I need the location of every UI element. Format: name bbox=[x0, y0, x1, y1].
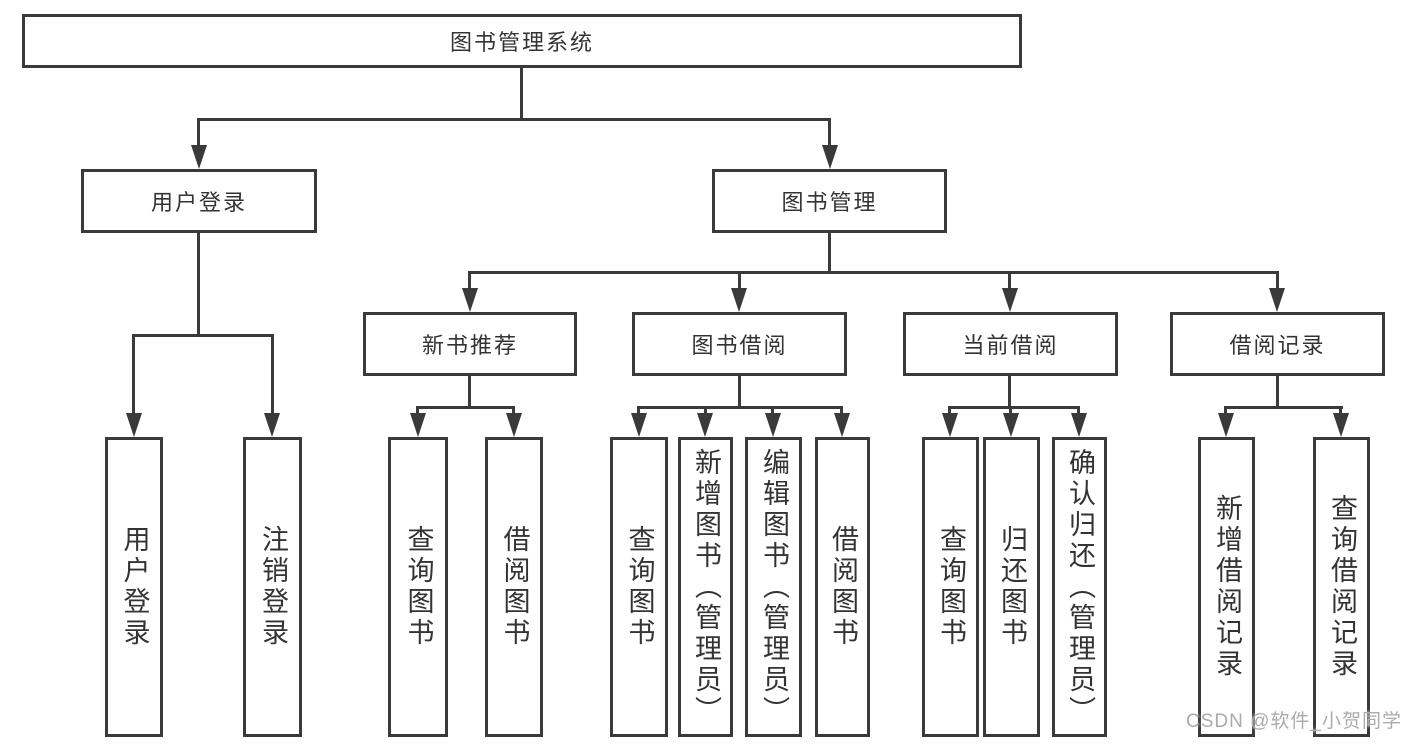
leaf-logout: 注销登录 bbox=[243, 437, 302, 737]
connector-vertical bbox=[1224, 406, 1227, 416]
arrowhead-icon bbox=[462, 288, 478, 312]
leaf-current-return-book: 归还图书 bbox=[983, 437, 1040, 737]
connector-vertical bbox=[704, 406, 707, 416]
connector-vertical bbox=[1339, 406, 1342, 416]
connector-vertical bbox=[197, 118, 200, 148]
arrowhead-icon bbox=[506, 413, 522, 437]
arrowhead-icon bbox=[126, 413, 142, 437]
connector-vertical bbox=[197, 233, 200, 337]
node-borrow-record: 借阅记录 bbox=[1170, 312, 1385, 376]
arrowhead-icon bbox=[264, 413, 280, 437]
arrowhead-icon bbox=[765, 413, 781, 437]
leaf-record-query-borrow-record: 查询借阅记录 bbox=[1313, 437, 1370, 737]
arrowhead-icon bbox=[1333, 413, 1349, 437]
connector-vertical bbox=[771, 406, 774, 416]
leaf-borrow-add-book-admin: 新增图书（管理员） bbox=[678, 437, 733, 737]
arrowhead-icon bbox=[942, 413, 958, 437]
connector-horizontal bbox=[1224, 406, 1343, 409]
node-library-management-system: 图书管理系统 bbox=[22, 14, 1022, 68]
arrowhead-icon bbox=[191, 145, 207, 169]
node-user-login: 用户登录 bbox=[81, 169, 317, 233]
arrowhead-icon bbox=[697, 413, 713, 437]
leaf-record-add-borrow-record: 新增借阅记录 bbox=[1198, 437, 1255, 737]
connector-horizontal bbox=[637, 406, 843, 409]
leaf-borrow-query-book: 查询图书 bbox=[610, 437, 668, 737]
connector-horizontal bbox=[948, 406, 1080, 409]
connector-vertical bbox=[416, 406, 419, 416]
connector-vertical bbox=[1276, 376, 1279, 409]
connector-vertical bbox=[468, 376, 471, 409]
connector-vertical bbox=[738, 271, 741, 293]
connector-vertical bbox=[132, 334, 135, 416]
connector-vertical bbox=[468, 271, 471, 293]
node-book-management: 图书管理 bbox=[712, 169, 947, 233]
connector-vertical bbox=[520, 66, 523, 121]
connector-vertical bbox=[948, 406, 951, 416]
connector-horizontal bbox=[132, 334, 274, 337]
leaf-newbook-query-book: 查询图书 bbox=[388, 437, 448, 737]
connector-vertical bbox=[1077, 406, 1080, 416]
leaf-newbook-borrow-book: 借阅图书 bbox=[485, 437, 543, 737]
connector-vertical bbox=[1008, 271, 1011, 293]
arrowhead-icon bbox=[410, 413, 426, 437]
connector-vertical bbox=[1008, 376, 1011, 409]
node-current-borrow: 当前借阅 bbox=[903, 312, 1118, 376]
connector-vertical bbox=[828, 118, 831, 148]
leaf-current-query-book: 查询图书 bbox=[922, 437, 979, 737]
watermark: CSDN @软件_小贺同学 bbox=[1186, 711, 1402, 732]
leaf-current-confirm-return-admin: 确认归还（管理员） bbox=[1052, 437, 1107, 737]
connector-vertical bbox=[512, 406, 515, 416]
connector-horizontal bbox=[197, 118, 831, 121]
leaf-borrow-borrow-book: 借阅图书 bbox=[815, 437, 870, 737]
node-new-book-recommend: 新书推荐 bbox=[363, 312, 577, 376]
arrowhead-icon bbox=[1003, 413, 1019, 437]
leaf-borrow-edit-book-admin: 编辑图书（管理员） bbox=[745, 437, 802, 737]
connector-vertical bbox=[840, 406, 843, 416]
node-book-borrow: 图书借阅 bbox=[632, 312, 847, 376]
arrowhead-icon bbox=[631, 413, 647, 437]
connector-vertical bbox=[738, 376, 741, 409]
connector-vertical bbox=[828, 233, 831, 274]
arrowhead-icon bbox=[731, 288, 747, 312]
arrowhead-icon bbox=[1002, 288, 1018, 312]
arrowhead-icon bbox=[1071, 413, 1087, 437]
arrowhead-icon bbox=[1218, 413, 1234, 437]
connector-vertical bbox=[1276, 271, 1279, 293]
connector-horizontal bbox=[416, 406, 515, 409]
connector-vertical bbox=[637, 406, 640, 416]
arrowhead-icon bbox=[822, 145, 838, 169]
arrowhead-icon bbox=[1269, 288, 1285, 312]
connector-vertical bbox=[1009, 406, 1012, 416]
connector-horizontal bbox=[468, 271, 1279, 274]
leaf-user-login: 用户登录 bbox=[105, 437, 163, 737]
arrowhead-icon bbox=[834, 413, 850, 437]
connector-vertical bbox=[271, 334, 274, 416]
